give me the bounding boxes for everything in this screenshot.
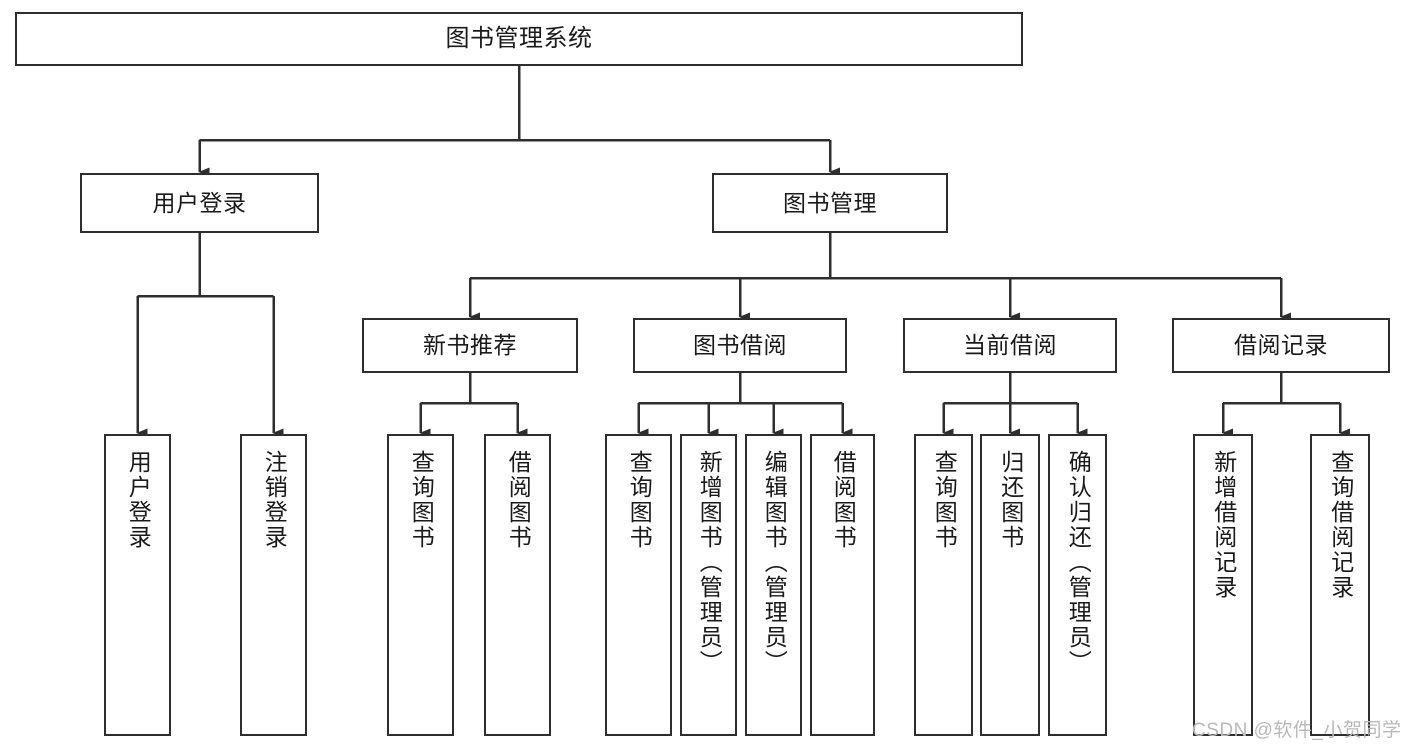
node-l-login[interactable]: 用户登录 (104, 434, 171, 736)
node-label: 借阅图书 (505, 450, 532, 550)
node-label: 新增图书（管理员） (696, 450, 723, 675)
node-label: 编辑图书（管理员） (761, 450, 788, 675)
node-label: 确认归还（管理员） (1065, 450, 1092, 675)
node-l-bo-edit[interactable]: 编辑图书（管理员） (745, 434, 802, 736)
node-label: 查询图书 (626, 450, 653, 550)
node-label: 归还图书 (997, 450, 1024, 550)
node-current[interactable]: 当前借阅 (903, 318, 1117, 373)
node-l-bo-add[interactable]: 新增图书（管理员） (680, 434, 737, 736)
node-label: 图书借阅 (693, 332, 787, 359)
node-borrow[interactable]: 图书借阅 (633, 318, 847, 373)
node-label: 图书管理 (783, 189, 877, 216)
node-label: 新增借阅记录 (1210, 450, 1237, 600)
node-label: 注销登录 (261, 450, 288, 550)
node-label: 借阅图书 (830, 450, 857, 550)
node-l-cu-return[interactable]: 归还图书 (980, 434, 1040, 736)
node-l-bo-lend[interactable]: 借阅图书 (810, 434, 875, 736)
connector-lines (136, 66, 1350, 438)
node-l-nb-borrow[interactable]: 借阅图书 (484, 434, 551, 736)
node-label: 查询图书 (408, 450, 435, 550)
node-l-bo-query[interactable]: 查询图书 (605, 434, 672, 736)
node-newbook[interactable]: 新书推荐 (362, 318, 578, 373)
node-bookmgmt[interactable]: 图书管理 (712, 173, 948, 233)
node-l-cu-query[interactable]: 查询图书 (914, 434, 973, 736)
node-login[interactable]: 用户登录 (80, 173, 319, 233)
node-label: 用户登录 (152, 189, 247, 216)
node-l-logout[interactable]: 注销登录 (240, 434, 307, 736)
node-label: 新书推荐 (423, 332, 517, 359)
node-records[interactable]: 借阅记录 (1172, 318, 1390, 373)
node-label: 查询借阅记录 (1327, 450, 1354, 600)
node-label: 当前借阅 (963, 332, 1057, 359)
node-l-re-query[interactable]: 查询借阅记录 (1310, 434, 1370, 736)
node-label: 借阅记录 (1234, 332, 1328, 359)
node-label: 图书管理系统 (445, 25, 593, 53)
node-label: 用户登录 (125, 450, 152, 550)
node-label: 查询图书 (931, 450, 958, 550)
node-l-cu-confirm[interactable]: 确认归还（管理员） (1048, 434, 1107, 736)
node-root[interactable]: 图书管理系统 (15, 12, 1023, 66)
node-l-re-add[interactable]: 新增借阅记录 (1193, 434, 1253, 736)
node-l-nb-query[interactable]: 查询图书 (387, 434, 454, 736)
